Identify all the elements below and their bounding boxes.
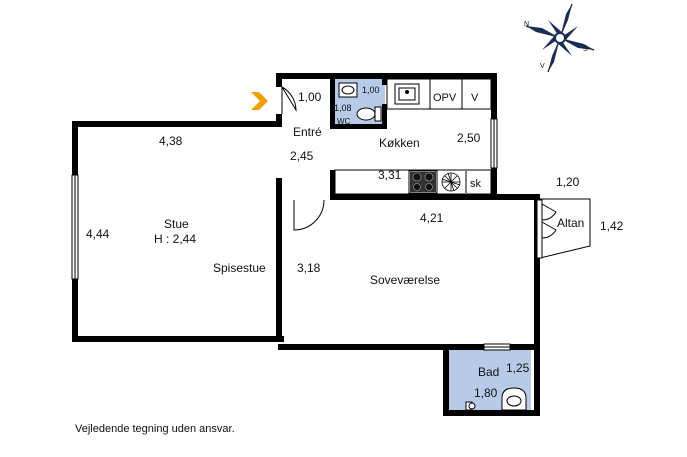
dimension-labels: 4,38 4,44 1,00 2,45 1,00 1,08 2,50 3,31 … (86, 85, 624, 400)
dim-wc-width: 1,00 (362, 85, 380, 95)
dim-koekken-width: 3,31 (378, 168, 402, 182)
dim-entre-width: 1,00 (298, 90, 322, 104)
room-label-sovevaerelse: Soveværelse (370, 273, 440, 287)
dim-koekken-depth: 2,50 (457, 131, 481, 145)
room-label-bad: Bad (478, 365, 499, 379)
dim-altan-width: 1,20 (556, 175, 580, 189)
room-label-wc: WC (337, 117, 351, 126)
disclaimer-text: Vejledende tegning uden ansvar. (75, 423, 235, 435)
room-label-entre: Entré (293, 125, 322, 139)
bath-fixtures (465, 387, 527, 411)
dim-stue-depth: 4,44 (86, 227, 110, 241)
room-labels: Stue H : 2,44 Spisestue Entré Køkken Sov… (154, 117, 584, 379)
dim-entre-depth: 2,45 (290, 149, 314, 163)
dim-wc-depth: 1,08 (334, 103, 352, 113)
entrance-arrow-icon (251, 92, 268, 110)
compass-s-label: S (583, 46, 588, 53)
windows (71, 118, 511, 351)
fixture-labels: OPV V sk (433, 92, 482, 190)
room-label-stue-height: H : 2,44 (154, 232, 196, 246)
fixture-label-v: V (471, 92, 479, 104)
compass-rose: N S V (524, 3, 595, 73)
fixture-label-sk: sk (470, 178, 482, 190)
room-label-altan: Altan (557, 216, 584, 230)
dim-sove-width: 4,21 (420, 211, 444, 225)
kitchen-counter-top (386, 78, 492, 110)
room-label-stue: Stue (164, 217, 189, 231)
dim-altan-depth: 1,42 (600, 219, 624, 233)
room-label-koekken: Køkken (379, 136, 420, 150)
dim-bad-width: 1,25 (506, 361, 530, 375)
dim-sove-depth: 3,18 (297, 261, 321, 275)
stove-icon (410, 172, 436, 192)
dishwasher-icon (441, 172, 461, 192)
compass-n-label: N (524, 21, 529, 28)
walls (72, 73, 540, 416)
fixture-label-opv: OPV (433, 92, 457, 104)
altan-balcony (536, 198, 591, 259)
dim-stue-width: 4,38 (159, 134, 183, 148)
dim-bad-depth: 1,80 (474, 386, 498, 400)
wc-fixtures (338, 82, 382, 122)
room-label-spisestue: Spisestue (213, 261, 266, 275)
compass-v-label: V (540, 63, 545, 70)
doors (281, 86, 557, 239)
